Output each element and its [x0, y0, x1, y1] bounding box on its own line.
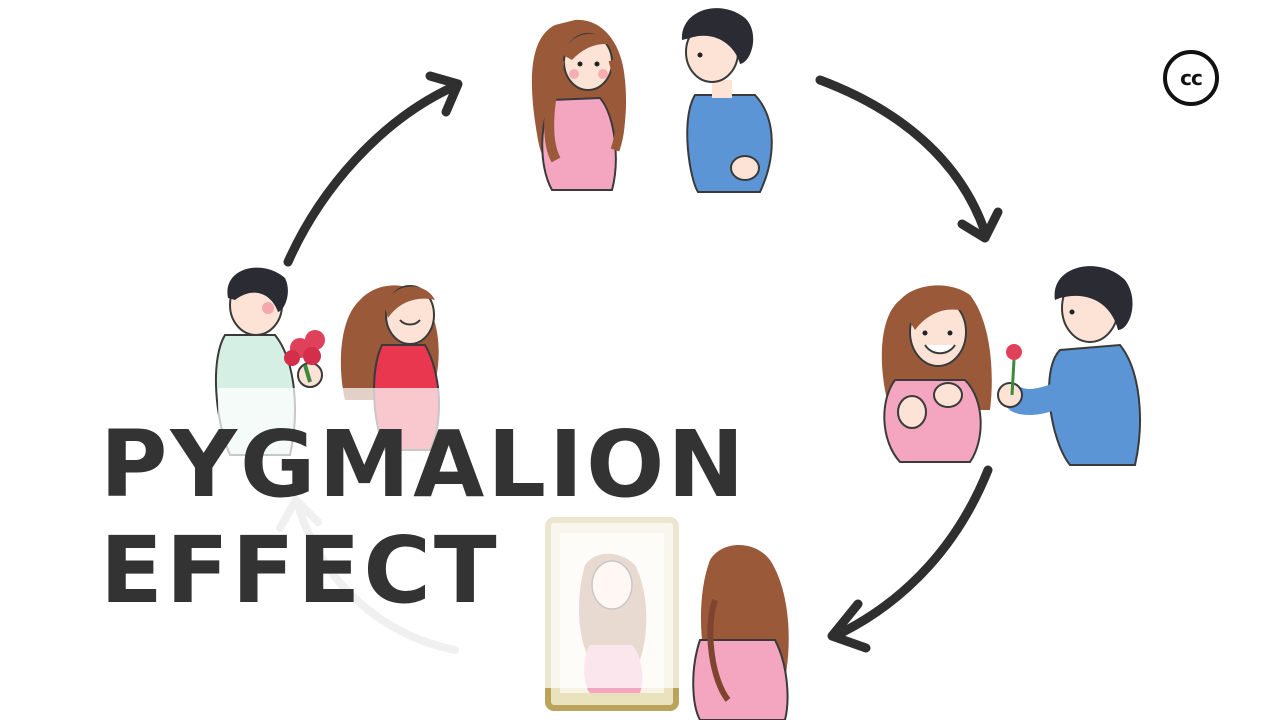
video-title: PYGMALION EFFECT [100, 411, 748, 624]
boy-blue-shirt-figure [681, 8, 773, 193]
title-line-1: PYGMALION [100, 411, 748, 518]
arrow-top-to-right [815, 75, 990, 237]
bouquet-icon [284, 330, 325, 383]
girl-back-view-figure [692, 545, 789, 720]
title-background-overlay [218, 388, 680, 688]
arrow-right-to-bottom [830, 465, 993, 641]
arrow-head-top-to-right [957, 207, 1003, 243]
closed-captions-button[interactable]: cc [1163, 50, 1219, 106]
girl-pink-top-figure [531, 19, 627, 191]
title-line-2: EFFECT [100, 517, 500, 624]
girl-smiling-figure [881, 285, 992, 463]
boy-giving-flower-figure [997, 266, 1141, 466]
closed-captions-icon: cc [1180, 66, 1203, 90]
arrow-left-to-top [283, 81, 460, 267]
arrow-head-left-to-top [425, 71, 463, 117]
arrow-head-right-to-bottom [827, 599, 871, 653]
